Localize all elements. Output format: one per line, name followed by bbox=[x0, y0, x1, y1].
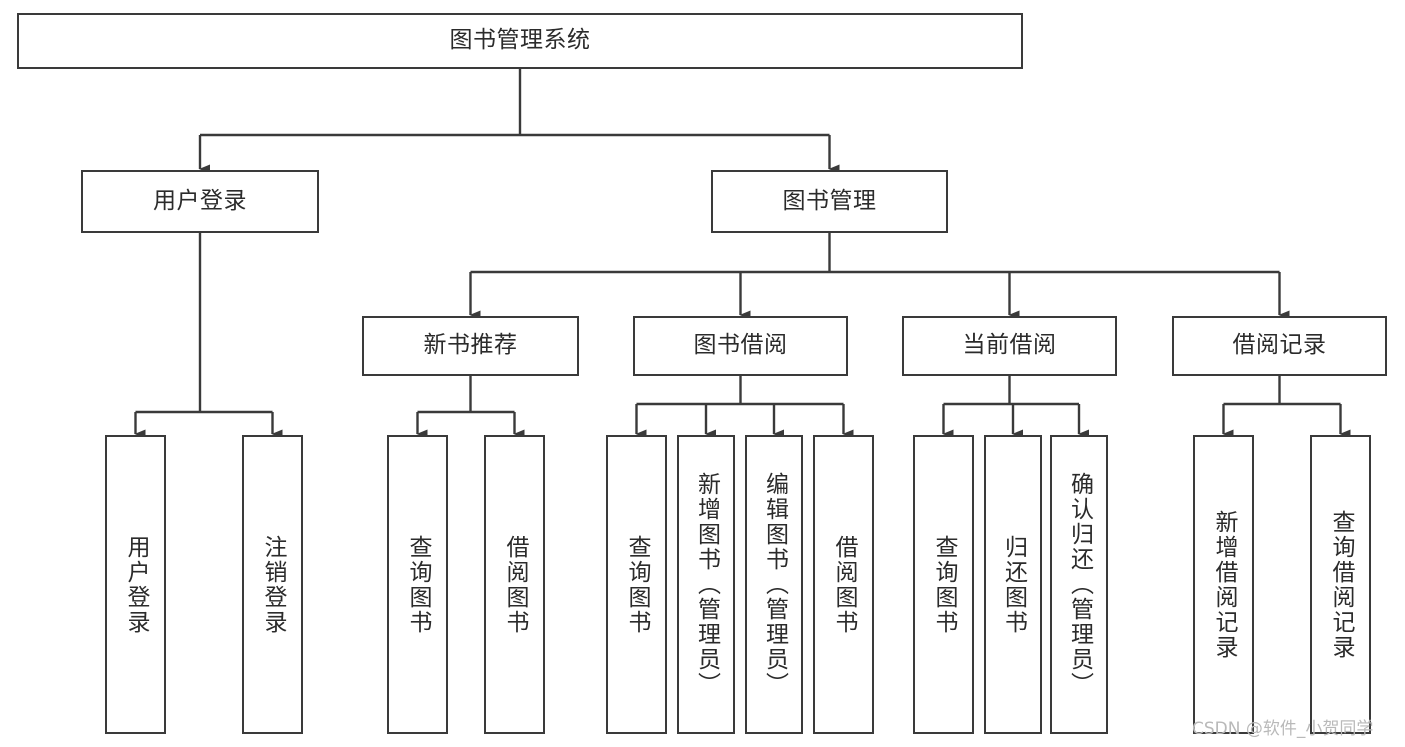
node-n2: 图书管理 bbox=[711, 170, 948, 233]
node-l7: 编辑图书（管理员） bbox=[745, 435, 803, 734]
node-l9: 查询图书 bbox=[913, 435, 974, 734]
node-l4: 借阅图书 bbox=[484, 435, 545, 734]
node-l8: 借阅图书 bbox=[813, 435, 874, 734]
node-label: 注销登录 bbox=[260, 534, 286, 635]
node-l13: 查询借阅记录 bbox=[1310, 435, 1371, 734]
node-l10: 归还图书 bbox=[984, 435, 1042, 734]
node-label: 归还图书 bbox=[1000, 534, 1027, 635]
node-l11: 确认归还（管理员） bbox=[1050, 435, 1108, 734]
node-label: 查询借阅记录 bbox=[1328, 509, 1354, 660]
node-root: 图书管理系统 bbox=[17, 13, 1023, 69]
node-n6: 借阅记录 bbox=[1172, 316, 1387, 376]
csdn-watermark: CSDN @软件_小贺同学 bbox=[1192, 719, 1374, 739]
node-label: 新书推荐 bbox=[423, 332, 518, 359]
node-n3: 新书推荐 bbox=[362, 316, 579, 376]
node-label: 查询图书 bbox=[405, 534, 431, 635]
node-l12: 新增借阅记录 bbox=[1193, 435, 1254, 734]
node-label: 编辑图书（管理员） bbox=[761, 472, 788, 697]
node-l5: 查询图书 bbox=[606, 435, 667, 734]
node-label: 当前借阅 bbox=[962, 332, 1057, 359]
node-label: 图书借阅 bbox=[693, 332, 788, 359]
node-label: 新增图书（管理员） bbox=[693, 472, 720, 697]
node-label: 借阅图书 bbox=[831, 534, 857, 635]
node-l2: 注销登录 bbox=[242, 435, 303, 734]
node-label: 用户登录 bbox=[123, 534, 149, 635]
node-n4: 图书借阅 bbox=[633, 316, 848, 376]
node-label: 查询图书 bbox=[931, 534, 957, 635]
node-label: 新增借阅记录 bbox=[1211, 509, 1237, 660]
node-label: 查询图书 bbox=[624, 534, 650, 635]
node-l3: 查询图书 bbox=[387, 435, 448, 734]
node-label: 用户登录 bbox=[153, 187, 247, 214]
node-l6: 新增图书（管理员） bbox=[677, 435, 735, 734]
node-label: 借阅图书 bbox=[502, 534, 528, 635]
node-label: 图书管理系统 bbox=[449, 27, 591, 54]
node-n5: 当前借阅 bbox=[902, 316, 1117, 376]
node-n1: 用户登录 bbox=[81, 170, 319, 233]
node-label: 确认归还（管理员） bbox=[1066, 472, 1093, 697]
node-l1: 用户登录 bbox=[105, 435, 166, 734]
node-label: 图书管理 bbox=[782, 187, 877, 214]
node-label: 借阅记录 bbox=[1232, 332, 1327, 359]
